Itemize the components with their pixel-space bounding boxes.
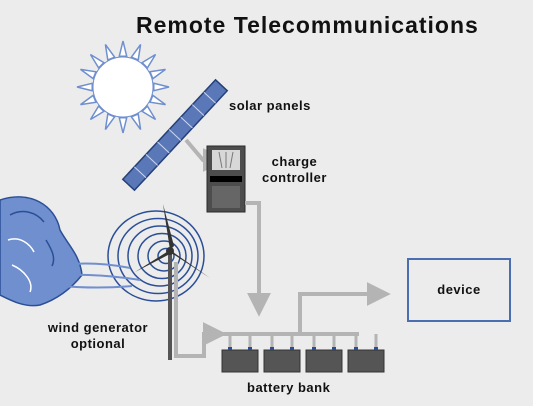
- sun-ray: [153, 82, 170, 92]
- device-label: device: [437, 282, 481, 297]
- sun-ray: [80, 68, 98, 80]
- battery-terminal: [312, 347, 316, 350]
- sun-ray: [89, 104, 106, 121]
- sun-ray: [148, 68, 166, 80]
- sun-icon: [76, 40, 170, 134]
- battery-icon: [221, 349, 259, 373]
- wind-generator-label: wind generator optional: [28, 320, 168, 352]
- battery-terminal: [354, 347, 358, 350]
- sun-ray: [130, 44, 142, 62]
- sun-ray: [118, 40, 128, 57]
- sun-ray: [148, 94, 166, 106]
- panel-cell-divider: [168, 129, 182, 141]
- battery-terminal: [248, 347, 252, 350]
- battery-to-device-wire: [298, 282, 391, 334]
- page-title: Remote Telecommunications: [136, 12, 479, 38]
- sun-ray: [104, 44, 116, 62]
- panel-cell-divider: [203, 91, 216, 104]
- battery-terminal: [290, 347, 294, 350]
- panel-cell-divider: [180, 116, 193, 129]
- wind-ring: [157, 247, 175, 265]
- controller-to-battery-wire: [245, 201, 271, 317]
- battery-icon: [263, 349, 301, 373]
- wind-generator-label-line1: wind generator: [47, 320, 149, 335]
- sun-ray: [140, 53, 157, 70]
- wind-to-battery-wire: [174, 262, 227, 358]
- sun-ray: [104, 112, 116, 130]
- sun-ray: [140, 104, 157, 121]
- battery-icon: [305, 349, 343, 373]
- wind-ring: [117, 217, 199, 295]
- battery-terminal: [228, 347, 232, 350]
- wind-face-icon: [0, 196, 141, 307]
- wind-ring: [137, 232, 187, 280]
- device-box: device: [407, 258, 511, 322]
- charge-controller-icon: [206, 145, 246, 213]
- sun-ray: [76, 82, 93, 92]
- wind-generator-label-line2: optional: [70, 336, 126, 351]
- wind-ring: [107, 210, 205, 302]
- battery-bank-label: battery bank: [247, 380, 331, 395]
- wind-ring: [147, 240, 181, 272]
- battery-terminal: [374, 347, 378, 350]
- wind-generator-icon: [107, 204, 210, 360]
- battery-terminal: [332, 347, 336, 350]
- solar-panel-icon: [121, 78, 229, 192]
- battery-icon: [347, 349, 385, 373]
- sun-ray: [89, 53, 106, 70]
- panel-cell-divider: [191, 104, 205, 116]
- sun-ray: [130, 112, 142, 130]
- battery-terminal: [270, 347, 274, 350]
- charge-controller-label: charge controller: [262, 154, 327, 186]
- panel-cell-divider: [157, 141, 170, 154]
- sun-ray: [118, 117, 128, 134]
- sun-ray: [80, 94, 98, 106]
- charge-controller-label-line2: controller: [262, 170, 327, 185]
- solar-panels-label: solar panels: [229, 98, 311, 113]
- panel-cell-divider: [134, 166, 147, 179]
- charge-controller-label-line1: charge: [271, 154, 318, 169]
- battery-bank-icon: [221, 347, 385, 373]
- panel-cell-divider: [145, 154, 159, 166]
- wind-ring: [127, 225, 193, 287]
